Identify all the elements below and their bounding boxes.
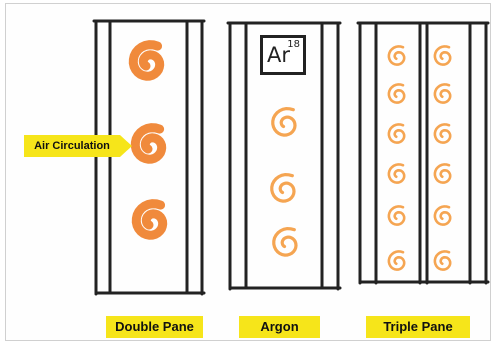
double-pane-label: Double Pane (106, 316, 203, 338)
air-swirl-icon (433, 83, 452, 104)
air-swirl-icon (131, 199, 168, 240)
air-swirl-icon (130, 123, 167, 164)
air-circulation-label: Air Circulation (24, 135, 120, 157)
argon-label: Argon (239, 316, 320, 338)
air-swirl-icon (128, 40, 165, 81)
air-swirl-icon (387, 163, 406, 184)
air-swirl-icon (387, 205, 406, 226)
callout-arrow-icon (120, 135, 132, 157)
air-swirl-icon (272, 226, 298, 257)
air-swirl-icon (433, 205, 452, 226)
air-swirl-icon (270, 172, 296, 203)
air-swirl-icon (433, 45, 452, 66)
air-swirl-icon (433, 163, 452, 184)
air-swirl-icon (387, 45, 406, 66)
air-swirl-icon (433, 123, 452, 144)
air-swirl-icon (387, 250, 406, 271)
triple-pane-label: Triple Pane (366, 316, 470, 338)
argon-atomic-number: 18 (287, 39, 300, 50)
air-swirl-icon (271, 106, 297, 137)
air-swirl-icon (387, 83, 406, 104)
air-circulation-callout: Air Circulation (24, 135, 132, 157)
argon-element-box: Ar 18 (260, 35, 306, 75)
figure-frame (5, 3, 491, 341)
argon-symbol: Ar (267, 43, 290, 67)
air-swirl-icon (433, 250, 452, 271)
air-swirl-icon (387, 123, 406, 144)
